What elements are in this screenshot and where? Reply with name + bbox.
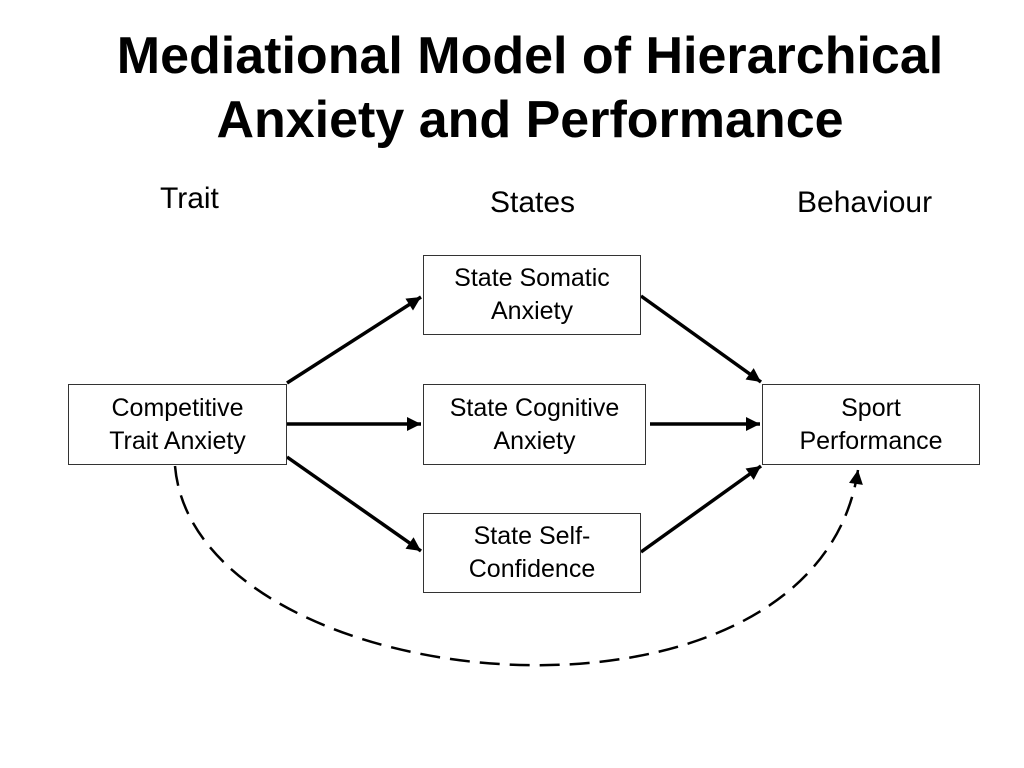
node-state-cognitive-anxiety: State Cognitive Anxiety <box>423 384 646 465</box>
node-label-line-1: Sport <box>841 393 901 422</box>
node-label-line-2: Anxiety <box>493 426 576 455</box>
node-sport-performance: Sport Performance <box>762 384 980 465</box>
arrow-self-confidence-to-performance <box>639 464 763 554</box>
column-label-states: States <box>490 186 576 219</box>
dashed-arrow-trait-to-performance <box>173 465 863 667</box>
node-label-line-1: State Cognitive <box>449 393 620 422</box>
diagram-title: Mediational Model of Hierarchical Anxiet… <box>40 24 1020 152</box>
title-line-1: Mediational Model of Hierarchical <box>116 27 944 85</box>
arrow-trait-to-somatic <box>286 295 422 385</box>
node-label-line-2: Trait Anxiety <box>109 426 246 455</box>
node-label-line-1: Competitive <box>111 393 244 422</box>
node-state-self-confidence: State Self- Confidence <box>423 513 641 593</box>
title-line-2: Anxiety and Performance <box>216 91 844 149</box>
node-state-somatic-anxiety: State Somatic Anxiety <box>423 255 641 335</box>
column-label-behaviour: Behaviour <box>797 186 933 219</box>
node-label-line-1: State Self- <box>473 522 591 550</box>
node-label-line-2: Anxiety <box>491 297 573 325</box>
node-label-line-1: State Somatic <box>454 264 610 292</box>
arrow-somatic-to-performance <box>639 294 763 384</box>
node-label-line-2: Confidence <box>468 555 596 583</box>
node-competitive-trait-anxiety: Competitive Trait Anxiety <box>68 384 287 465</box>
node-label-line-2: Performance <box>799 426 943 455</box>
column-label-trait: Trait <box>160 182 219 215</box>
arrow-trait-to-self-confidence <box>285 455 423 553</box>
